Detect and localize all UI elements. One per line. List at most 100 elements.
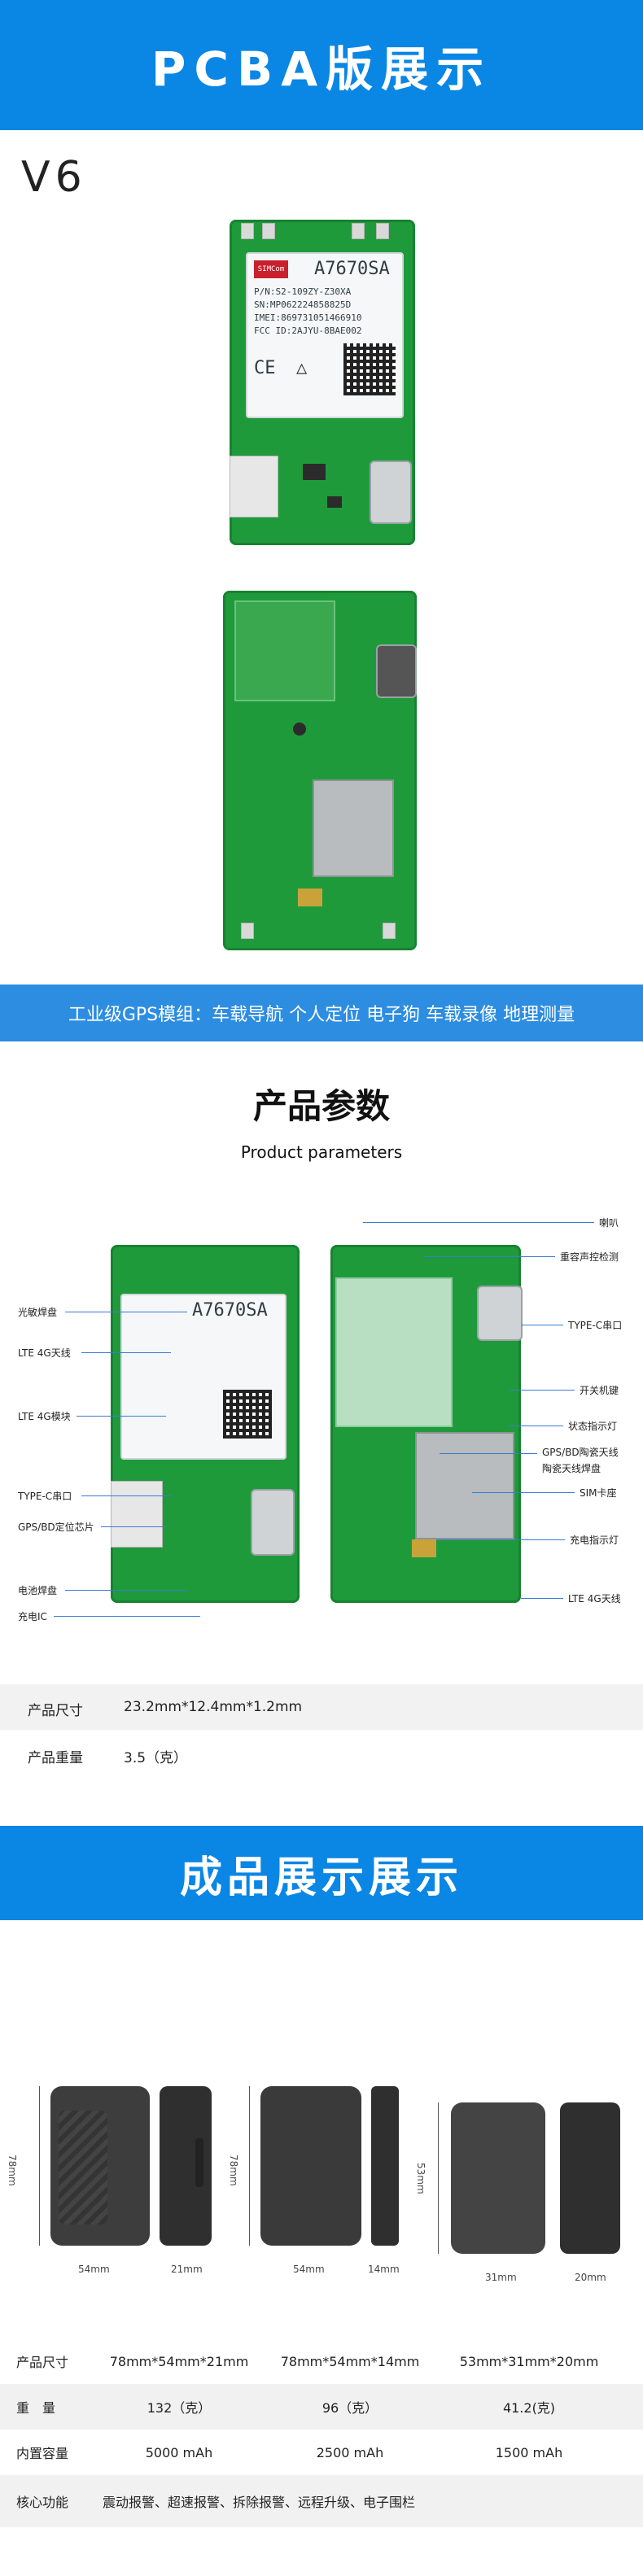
spec-value: 23.2mm*12.4mm*1.2mm — [124, 1699, 303, 1715]
table-cell: 132（克） — [147, 2400, 212, 2416]
dim-d1-t: 21mm — [171, 2264, 203, 2275]
annotation-right-4: 状态指示灯 — [568, 1421, 618, 1432]
device-3-front — [451, 2102, 545, 2254]
device-1-side — [160, 2086, 212, 2246]
leader-line — [436, 1539, 565, 1540]
pcb-back-image — [223, 591, 417, 950]
dim-d1-h: 78mm — [7, 2155, 18, 2186]
pcb-front-annotated: A7670SA — [111, 1245, 300, 1603]
device-2-side — [371, 2086, 399, 2246]
chip-fcc: FCC ID:2AJYU-8BAE002 — [254, 325, 362, 336]
charge-led-small — [412, 1539, 436, 1557]
dim-d2-t: 14mm — [368, 2264, 400, 2275]
annotation-left-3: TYPE-C串口 — [18, 1491, 72, 1502]
component — [303, 464, 326, 480]
device-3-side — [560, 2102, 620, 2254]
leader-line — [521, 1598, 563, 1599]
annotation-right-8: 充电指示灯 — [570, 1535, 619, 1546]
annotation-left-6: 充电IC — [18, 1611, 47, 1622]
charge-led — [298, 889, 322, 906]
dim-d1-w: 54mm — [78, 2264, 110, 2275]
parameters-title: 产品参数 — [252, 1086, 390, 1126]
chip-sn: SN:MP062224858825D — [254, 299, 352, 310]
leader-line — [423, 1256, 555, 1257]
annotation-right-9: LTE 4G天线 — [568, 1593, 621, 1605]
annotation-left-1: LTE 4G天线 — [18, 1347, 71, 1359]
dim-rule — [39, 2086, 40, 2246]
annotation-right-0: 喇叭 — [599, 1217, 619, 1229]
table-row-features: 核心功能 震动报警、超速报警、拆除报警、远程升级、电子围栏 — [0, 2475, 643, 2527]
device-2-front — [260, 2086, 361, 2246]
dim-rule — [249, 2086, 250, 2246]
usb-c-port — [370, 461, 412, 524]
annotation-left-2: LTE 4G模块 — [18, 1411, 71, 1422]
pad — [241, 923, 254, 939]
device-1-front — [50, 2086, 150, 2246]
chip-model: A7670SA — [314, 259, 390, 279]
leader-line — [54, 1616, 200, 1617]
finished-title: 成品展示展示 — [179, 1853, 463, 1902]
spec-label: 产品尺寸 — [28, 1703, 83, 1719]
version-label: V6 — [21, 153, 87, 202]
leader-line — [440, 1453, 537, 1454]
pcb-front-image: SIMCom A7670SA P/N:S2-109ZY-Z30XA SN:MP0… — [230, 220, 415, 545]
table-label: 重 量 — [16, 2400, 56, 2416]
side-button — [195, 2138, 203, 2187]
annotation-left-0: 光敏焊盘 — [18, 1307, 58, 1318]
ceramic-antenna — [234, 600, 335, 701]
annotation-left-4: GPS/BD定位芯片 — [18, 1522, 94, 1533]
table-cell: 5000 mAh — [145, 2444, 213, 2460]
leader-line — [363, 1222, 594, 1223]
table-cell: 41.2(克) — [502, 2400, 556, 2416]
leader-line — [81, 1495, 171, 1496]
dim-d3-w: 31mm — [485, 2272, 517, 2283]
annotation-right-7: SIM卡座 — [580, 1487, 617, 1499]
spec-row-size: 产品尺寸 23.2mm*12.4mm*1.2mm — [0, 1684, 643, 1730]
finished-banner: 成品展示展示 — [0, 1826, 643, 1920]
rcm-mark-icon: △ — [296, 358, 308, 378]
spec-label: 产品重量 — [28, 1750, 83, 1766]
leader-line — [101, 1526, 166, 1527]
ceramic-antenna-small — [335, 1277, 453, 1427]
vent-pattern — [59, 2111, 107, 2225]
table-cell: 53mm*31mm*20mm — [459, 2353, 599, 2369]
leader-line — [77, 1416, 166, 1417]
annotation-right-3: 开关机键 — [580, 1385, 619, 1396]
pad — [262, 223, 275, 239]
table-row-battery: 内置容量 5000 mAh 2500 mAh 1500 mAh — [0, 2430, 643, 2475]
chip-model-small: A7670SA — [192, 1300, 268, 1321]
annotation-left-5: 电池焊盘 — [18, 1585, 58, 1596]
annotation-right-5: GPS/BD陶瓷天线 — [542, 1447, 619, 1458]
sim-slot-small — [415, 1432, 514, 1539]
ce-mark-icon: CE — [254, 358, 276, 378]
pad — [376, 223, 389, 239]
pad — [241, 223, 254, 239]
lte-module-chip: SIMCom A7670SA P/N:S2-109ZY-Z30XA SN:MP0… — [246, 252, 404, 418]
parameters-subtitle: Product parameters — [240, 1142, 403, 1162]
table-cell: 96（克） — [322, 2400, 378, 2416]
leader-line — [65, 1590, 187, 1591]
spec-row-weight: 产品重量 3.5（克） — [0, 1731, 643, 1777]
table-label: 产品尺寸 — [16, 2355, 69, 2370]
sim-slot — [313, 779, 394, 877]
annotation-right-1: 重容声控检测 — [560, 1251, 619, 1263]
usb-c-port-back — [376, 644, 417, 698]
lte-module-chip-small: A7670SA — [120, 1294, 287, 1460]
dim-d3-t: 20mm — [575, 2272, 606, 2283]
usb-c-port-back-small — [477, 1286, 523, 1341]
qr-code-small — [223, 1390, 272, 1439]
qr-code — [343, 343, 396, 395]
dim-d2-w: 54mm — [293, 2264, 325, 2275]
annotation-right-6: 陶瓷天线焊盘 — [542, 1463, 601, 1474]
dim-d2-h: 78mm — [228, 2155, 239, 2186]
table-cell: 78mm*54mm*21mm — [109, 2353, 249, 2369]
component — [327, 496, 342, 508]
table-label: 核心功能 — [16, 2495, 69, 2510]
table-row-weight: 重 量 132（克） 96（克） 41.2(克) — [0, 2384, 643, 2430]
ceramic-pad-small — [111, 1481, 163, 1548]
leader-line — [472, 1492, 575, 1493]
dim-d3-h: 53mm — [415, 2163, 426, 2194]
header-banner: PCBA版展示 — [0, 0, 643, 130]
speaker-contact — [293, 723, 306, 736]
table-row-size: 产品尺寸 78mm*54mm*21mm 78mm*54mm*14mm 53mm*… — [0, 2338, 643, 2384]
